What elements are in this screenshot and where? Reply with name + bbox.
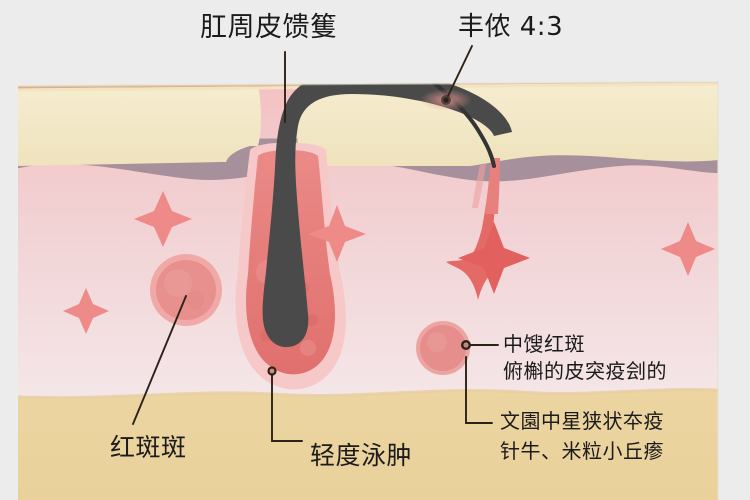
nodule-erythematous-center xyxy=(416,321,470,375)
leader-line-papule-note xyxy=(465,356,493,424)
label-papule-note-line1: 文園中星狭状夲疫 xyxy=(500,409,664,433)
label-papule-note-line2: 针牛、米粒小丘瘆 xyxy=(500,439,664,463)
main-hair-shaft-filled xyxy=(262,82,512,348)
leader-lines xyxy=(132,45,499,442)
sebaceous-gland xyxy=(661,222,715,276)
layer-epidermis xyxy=(18,84,261,166)
label-mild-swelling: 轻度泳肿 xyxy=(310,441,413,470)
label-central-erythema-line1: 中馊红斑 xyxy=(503,332,585,356)
nodule-erythematous-left xyxy=(150,254,222,326)
sebaceous-glands xyxy=(63,191,715,334)
leader-anchors xyxy=(267,340,471,376)
papule-halo xyxy=(472,164,486,208)
pore-opening-core xyxy=(443,97,449,103)
papule-star-base xyxy=(458,222,530,294)
label-central-erythema-line2: 俯槲的皮突疫刽的 xyxy=(503,359,667,383)
sebaceous-gland xyxy=(308,205,366,262)
dermis-fat-boundary xyxy=(18,387,718,400)
anchor-dot-central-erythema-core xyxy=(463,342,469,348)
skin-block xyxy=(18,82,718,500)
skin-block-edge xyxy=(17,80,719,500)
leader-line-mild-swelling xyxy=(271,370,303,442)
sebaceous-gland xyxy=(134,191,192,247)
leader-line-ratio xyxy=(447,45,473,97)
leader-line-erythema-patch xyxy=(132,295,187,425)
label-ratio-note: 丰侬 4:3 xyxy=(458,12,564,42)
label-perifollicular-rash: 肛周皮馈篗 xyxy=(200,12,338,43)
papule-neck xyxy=(485,158,500,214)
secondary-hair xyxy=(402,82,496,168)
sebaceous-gland xyxy=(63,288,109,334)
label-erythema-patch: 红斑斑 xyxy=(110,433,187,462)
anchor-dot-mild-swelling-core xyxy=(269,368,275,374)
